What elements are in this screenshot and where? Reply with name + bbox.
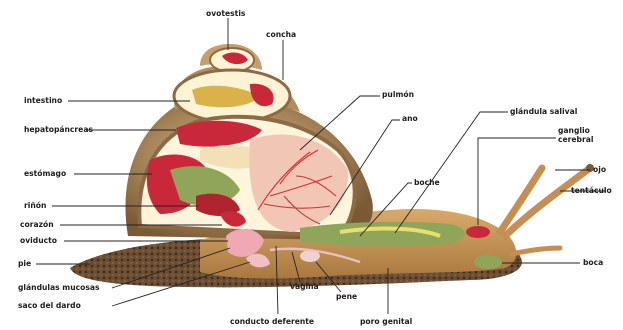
label-ojo: ojo [593, 165, 606, 175]
label-glandula-salival: glándula salival [510, 107, 577, 117]
label-tentaculo: tentáculo [571, 186, 612, 196]
label-hepatopancreas: hepatopáncreas [24, 125, 93, 135]
label-saco-del-dardo: saco del dardo [18, 301, 81, 311]
lower-tentacle [512, 248, 560, 254]
label-ovotestis: ovotestis [206, 9, 245, 19]
label-ano: ano [402, 114, 418, 124]
mouth-organ [474, 255, 502, 269]
label-boche: boche [414, 178, 440, 188]
label-boca: boca [583, 258, 603, 268]
label-oviducto: oviducto [20, 236, 57, 246]
label-estomago: estómago [24, 169, 66, 179]
label-poro-genital: poro genital [360, 317, 412, 327]
label-glandulas-mucosas: glándulas mucosas [18, 283, 100, 293]
label-concha: concha [266, 30, 296, 40]
cerebral-ganglion-organ [466, 226, 490, 238]
label-vagina: vagina [290, 282, 319, 292]
label-cerebral: cerebral [558, 135, 593, 145]
label-pie: pie [18, 259, 31, 269]
label-pulmon: pulmón [382, 90, 414, 100]
label-corazon: corazón [20, 220, 54, 230]
label-intestino: intestino [24, 96, 62, 106]
label-pene: pene [336, 292, 357, 302]
label-rinon: riñón [24, 201, 46, 211]
label-conducto-deferente: conducto deferente [230, 317, 314, 327]
